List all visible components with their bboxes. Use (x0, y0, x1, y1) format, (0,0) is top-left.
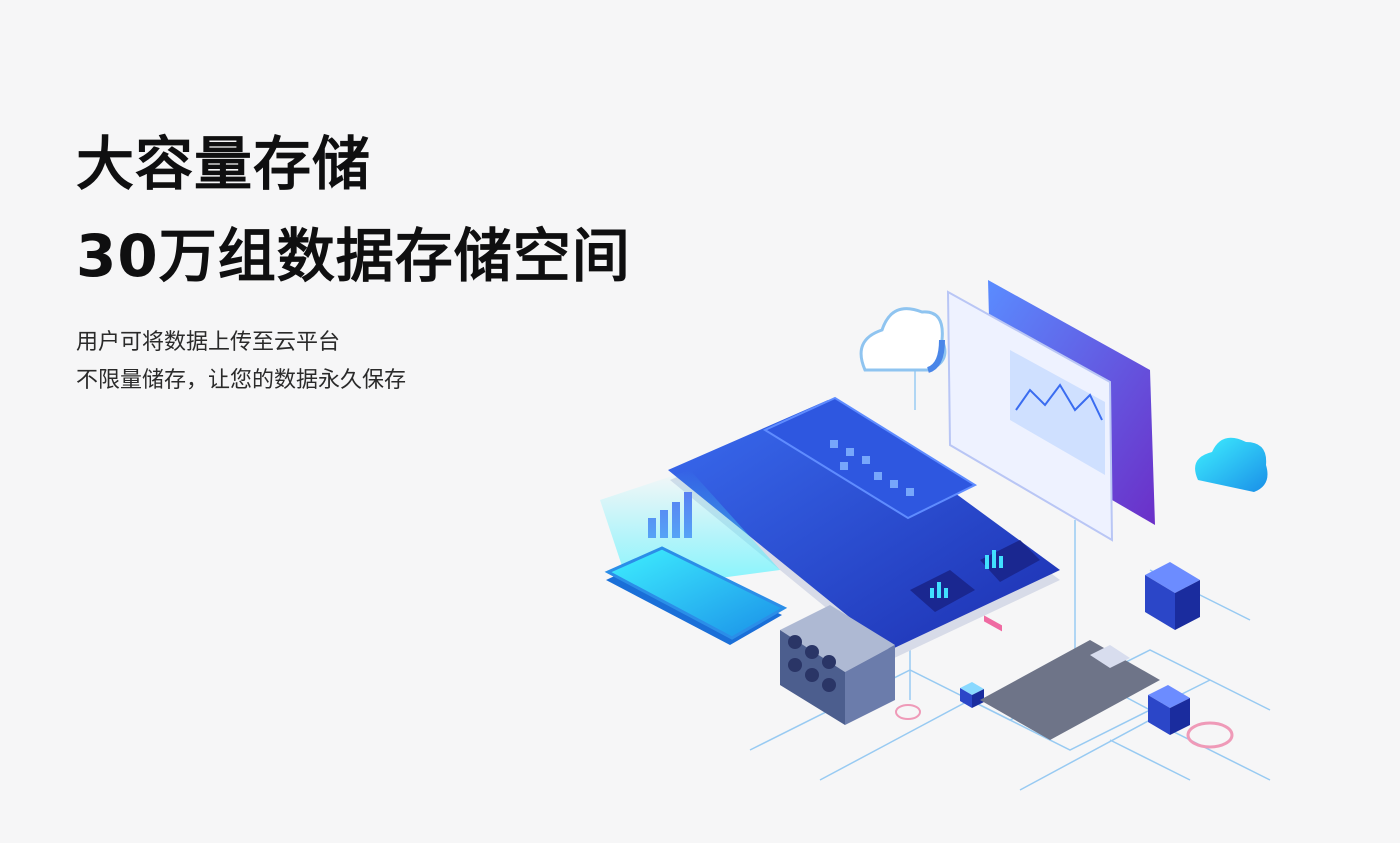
hero-text: 大容量存储 30万组数据存储空间 用户可将数据上传至云平台 不限量储存，让您的数… (76, 118, 631, 400)
headline-line-1: 大容量存储 (76, 130, 372, 198)
laptop (668, 396, 1060, 660)
cube-icon (960, 682, 984, 708)
ring-icon (1186, 721, 1234, 749)
cloud-icon (1195, 437, 1268, 492)
description-line-1: 用户可将数据上传至云平台 (76, 330, 341, 355)
headline-line-2: 30万组数据存储空间 (76, 222, 631, 290)
ring-icon (895, 704, 921, 720)
dashboard-panel (946, 280, 1155, 632)
cube-icon (1145, 562, 1200, 630)
cube-icon (1148, 685, 1190, 735)
isometric-storage-illustration (600, 280, 1271, 791)
phone (604, 546, 788, 645)
description: 用户可将数据上传至云平台 不限量储存，让您的数据永久保存 (76, 324, 631, 400)
server-rack (780, 605, 895, 725)
description-line-2: 不限量储存，让您的数据永久保存 (76, 368, 407, 393)
cloud-icon (859, 307, 947, 373)
upload-pad (980, 640, 1160, 740)
